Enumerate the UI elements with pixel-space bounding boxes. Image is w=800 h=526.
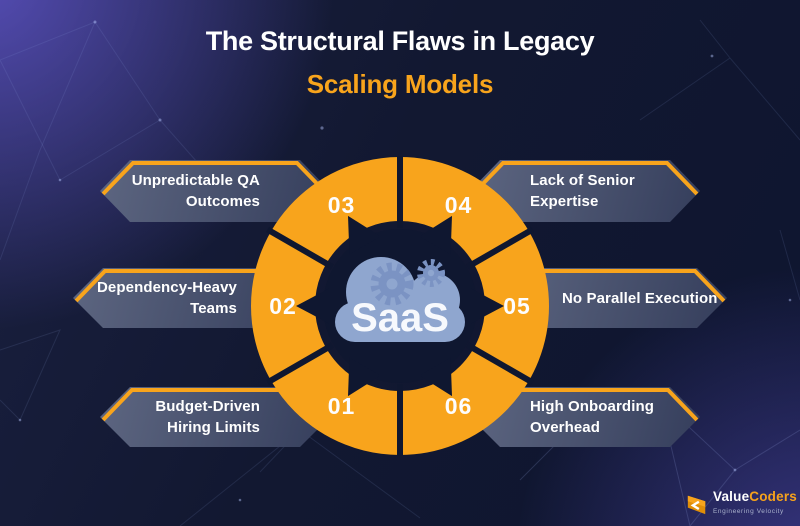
flaw-banner-lack-of-senior-expertise: Lack of Senior Expertise <box>470 160 700 222</box>
segment-number-05: 05 <box>503 293 531 319</box>
segment-number-04: 04 <box>445 192 473 218</box>
valuecoders-mark-icon <box>687 495 706 515</box>
gear-icon-large <box>370 262 414 306</box>
banner-label-line1: Unpredictable QA <box>131 172 260 189</box>
segment-number-06: 06 <box>445 393 473 419</box>
segment-number-01: 01 <box>328 393 356 419</box>
banner-label-line2: Overhead <box>530 419 600 436</box>
header: The Structural Flaws in Legacy Scaling M… <box>0 26 800 98</box>
page-title: The Structural Flaws in Legacy <box>205 26 595 56</box>
banner-label-line2: Outcomes <box>185 193 260 210</box>
banner-label-line2: Teams <box>190 300 237 317</box>
cloud-with-gears-icon: SaaS <box>335 257 465 342</box>
banner-label-line2: Expertise <box>530 193 599 210</box>
valuecoders-logo: ValueCoders Engineering Velocity <box>686 485 798 523</box>
segment-number-02: 02 <box>269 293 297 319</box>
segment-divider-lines <box>266 156 534 456</box>
gear-icon-small <box>417 259 445 287</box>
segmented-wheel-diagram: SaaS 01 02 03 04 05 06 <box>251 156 549 456</box>
banner-accent-line <box>470 160 700 222</box>
banner-label-line1: Budget-Driven <box>155 398 260 415</box>
banner-label-line1: Dependency-Heavy <box>97 279 237 296</box>
brand-tagline: Engineering Velocity <box>713 508 784 515</box>
brand-name: ValueCoders <box>713 489 797 504</box>
banner-accent-line <box>100 160 330 222</box>
banner-label-line1: High Onboarding <box>530 398 654 415</box>
brand-name-primary: Value <box>713 489 750 504</box>
banner-label-line1: No Parallel Execution <box>562 289 718 307</box>
flaw-banner-budget-driven: Budget-Driven Hiring Limits <box>100 387 330 447</box>
segment-number-03: 03 <box>328 192 356 218</box>
brand-name-secondary: Coders <box>749 489 797 504</box>
banner-label-line1: Lack of Senior <box>530 172 635 189</box>
banner-label-line2: Hiring Limits <box>167 419 260 436</box>
page-subtitle: Scaling Models <box>306 69 494 99</box>
center-label: SaaS <box>351 296 449 340</box>
